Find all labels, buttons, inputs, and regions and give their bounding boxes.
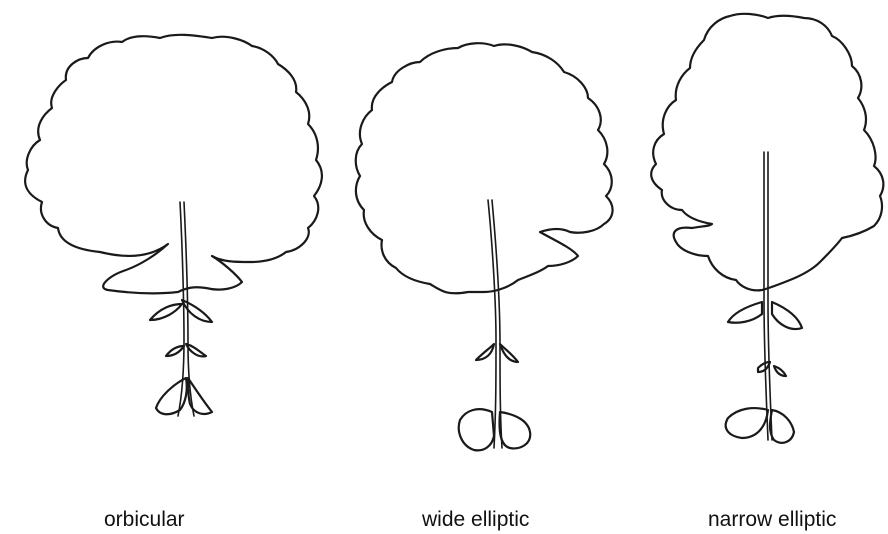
caption-narrow-elliptic: narrow elliptic <box>708 507 836 533</box>
wide-elliptic-blade-outline <box>356 43 613 293</box>
caption-orbicular: orbicular <box>104 507 185 533</box>
orbicular-leaf <box>25 35 322 416</box>
wide-elliptic-leaf <box>356 43 613 450</box>
narrow-elliptic-midrib <box>764 152 772 440</box>
caption-wide-elliptic: wide elliptic <box>422 507 529 533</box>
orbicular-blade-outline <box>25 35 322 293</box>
narrow-elliptic-leaf <box>651 14 883 443</box>
